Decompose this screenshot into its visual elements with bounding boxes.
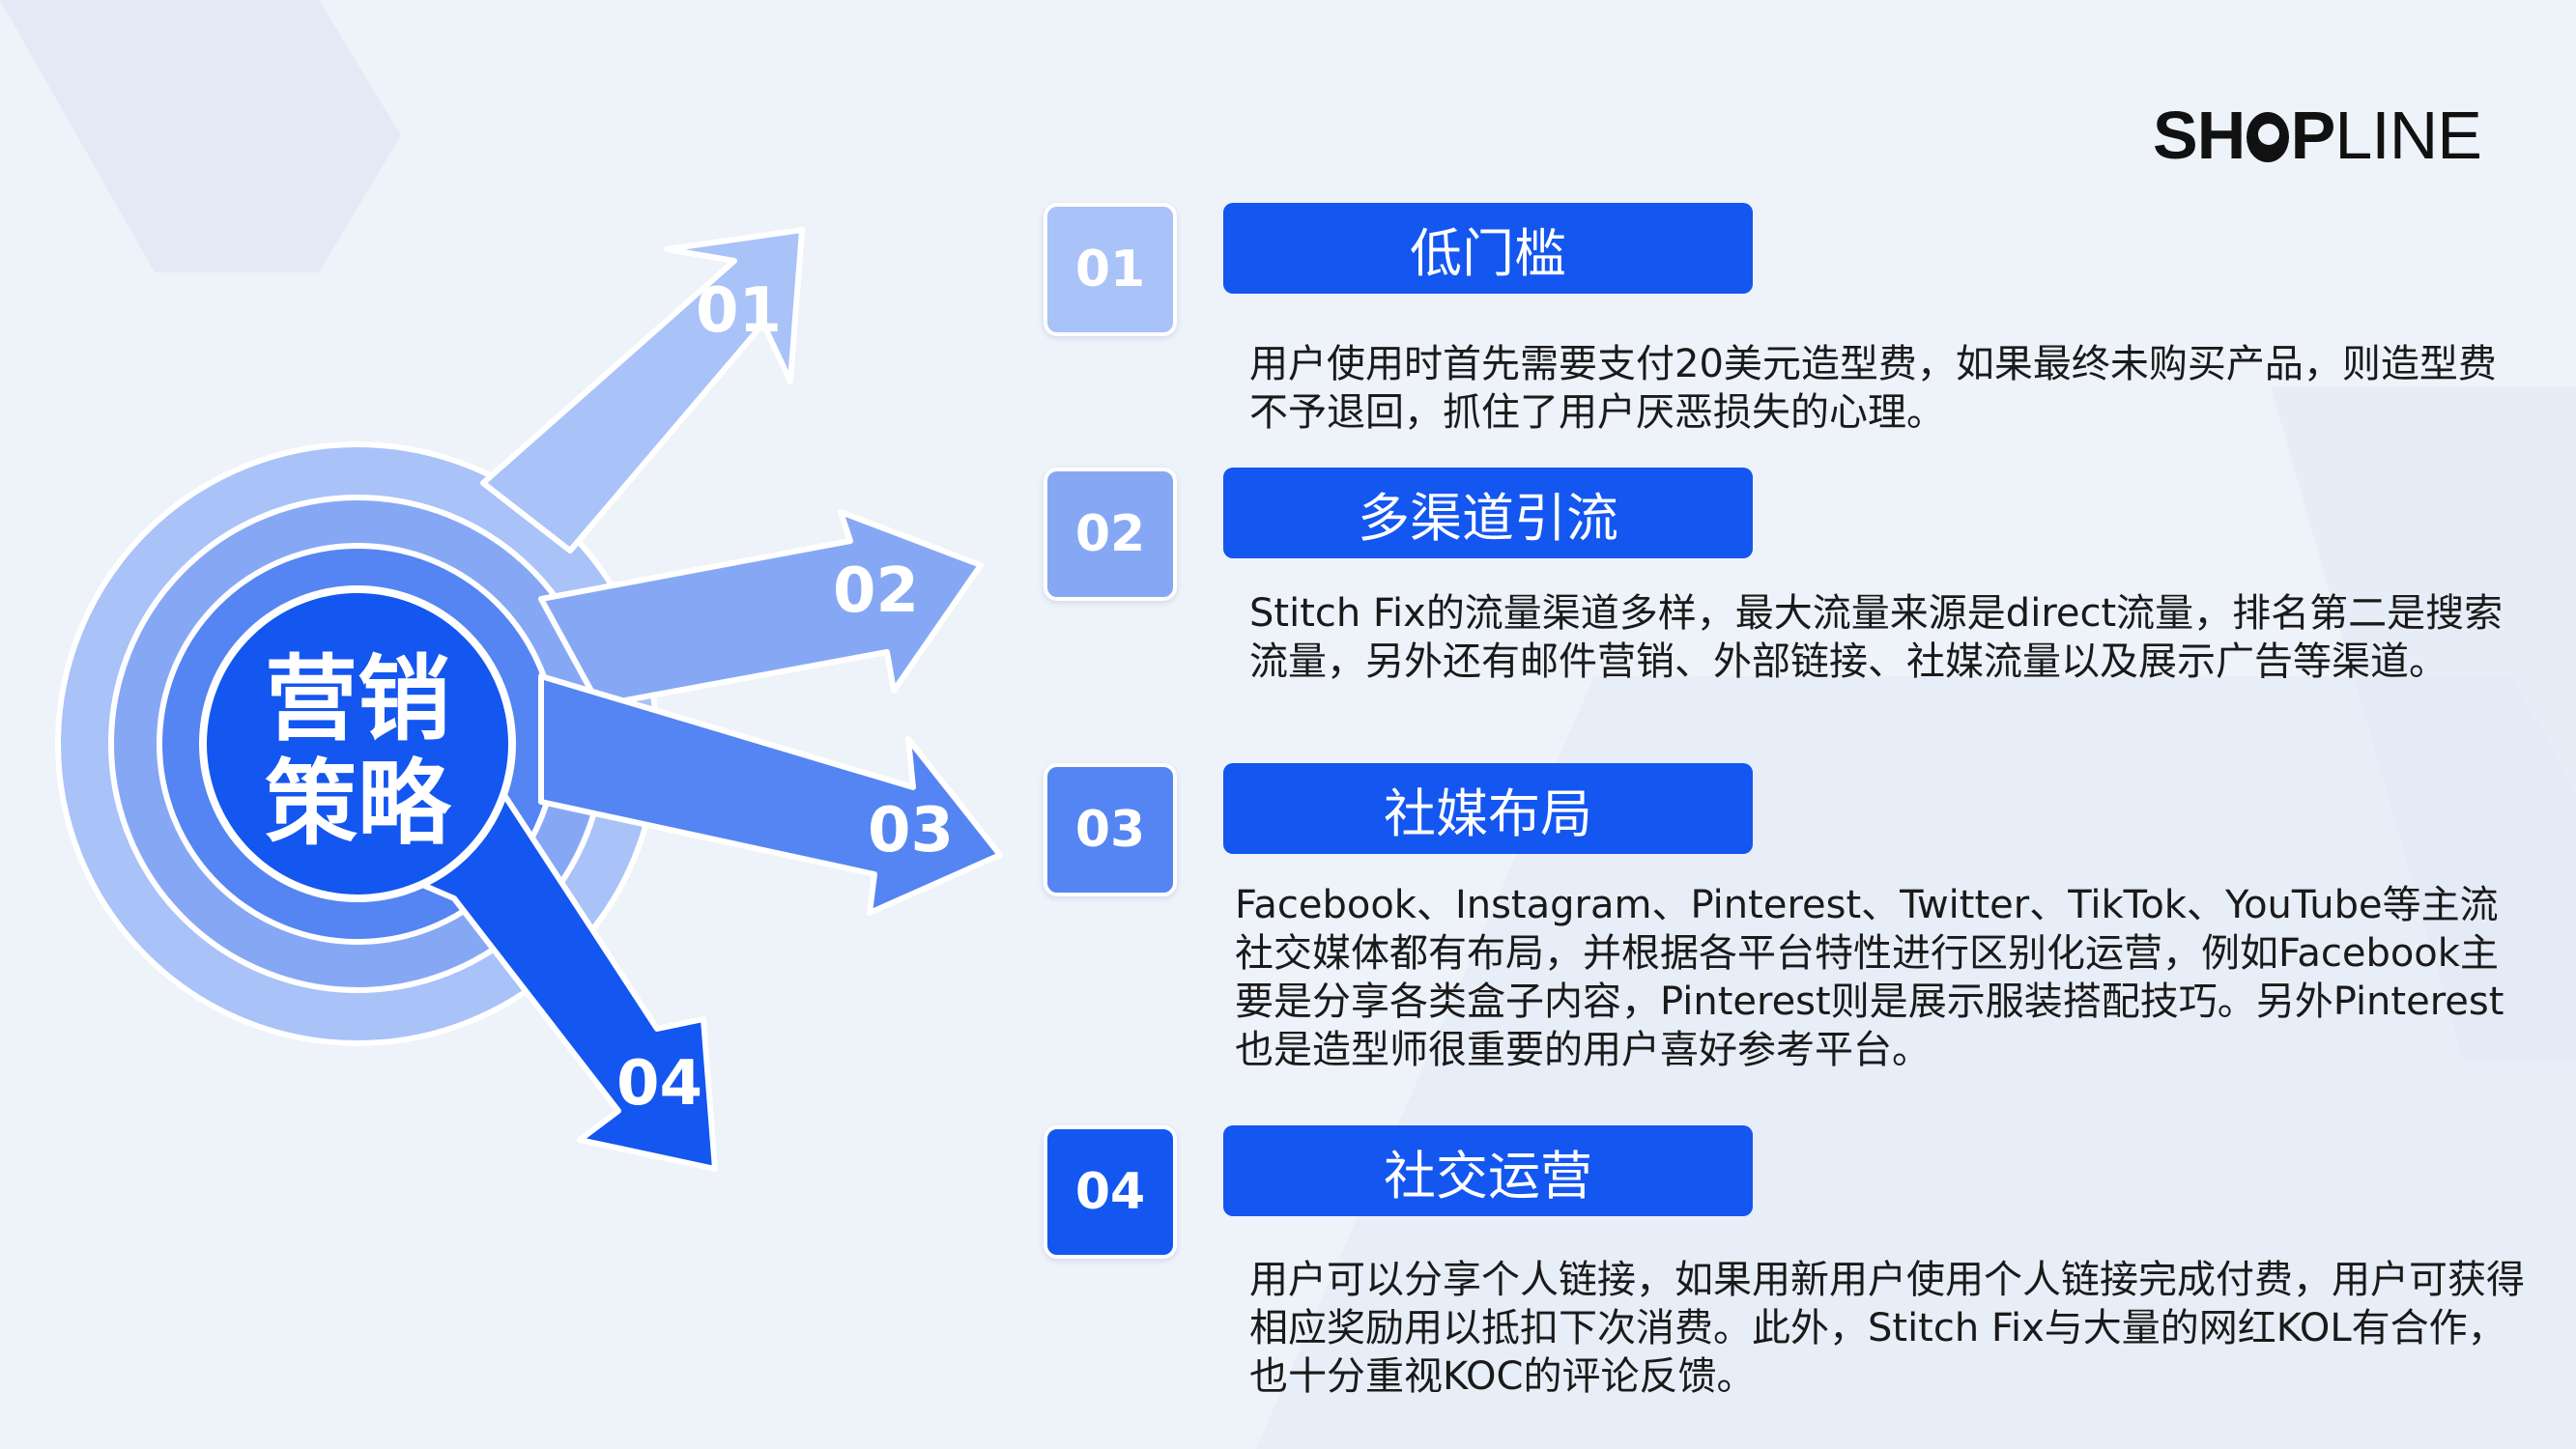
- arrow-02: [538, 509, 984, 708]
- center-circle: [199, 585, 516, 902]
- item-title: 社交运营: [1223, 1125, 1753, 1216]
- arrow-03: [538, 673, 1003, 916]
- arrow-02-label: 02: [833, 555, 920, 627]
- arrow-04-label: 04: [616, 1048, 703, 1120]
- item-number-box: 01: [1044, 203, 1177, 336]
- arrow-01: [480, 227, 805, 554]
- strategy-diagram: [55, 227, 1003, 1172]
- arrow-01-label: 01: [696, 275, 783, 347]
- item-description: Facebook、Instagram、Pinterest、Twitter、Tik…: [1235, 883, 2504, 1072]
- item-title: 多渠道引流: [1223, 468, 1753, 558]
- center-label: 营销 策略: [232, 647, 483, 856]
- item-description: 用户使用时首先需要支付20美元造型费，如果最终未购买产品，则造型费不予退回，抓住…: [1249, 342, 2497, 435]
- logo-text-3: LINE: [2334, 98, 2482, 173]
- logo-text-1: SH: [2153, 98, 2246, 173]
- item-description: Stitch Fix的流量渠道多样，最大流量来源是direct流量，排名第二是搜…: [1249, 591, 2504, 684]
- item-number-box: 02: [1044, 468, 1177, 601]
- item-title: 低门槛: [1223, 203, 1753, 294]
- shopline-logo: SH P LINE: [2153, 97, 2482, 174]
- arrow-04: [384, 789, 718, 1172]
- logo-o-icon: [2247, 112, 2289, 162]
- arrow-03-label: 03: [868, 795, 955, 867]
- item-number-box: 03: [1044, 763, 1177, 896]
- item-description: 用户可以分享个人链接，如果用新用户使用个人链接完成付费，用户可获得相应奖励用以抵…: [1249, 1258, 2525, 1399]
- item-number-box: 04: [1044, 1125, 1177, 1259]
- center-label-line1: 营销: [265, 645, 450, 753]
- logo-text-2: P: [2290, 98, 2336, 173]
- center-label-line2: 策略: [265, 750, 450, 858]
- item-title: 社媒布局: [1223, 763, 1753, 854]
